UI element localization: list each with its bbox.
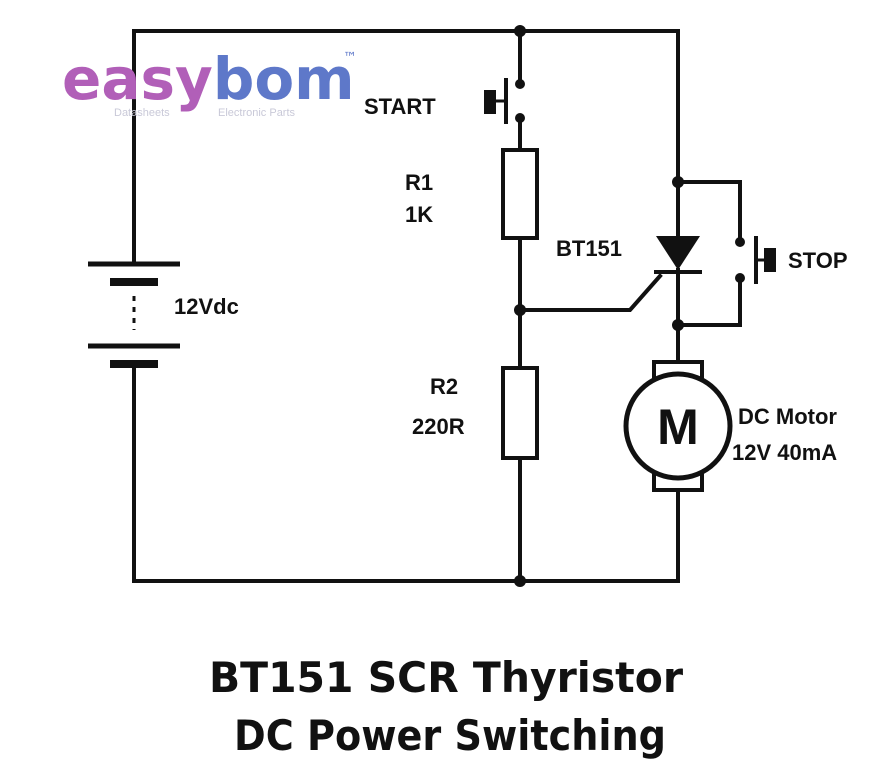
logo-part2: bom xyxy=(213,45,355,113)
junction-dot xyxy=(514,304,526,316)
start-switch xyxy=(484,78,525,124)
junction-dot xyxy=(514,575,526,587)
motor-name: DC Motor xyxy=(738,404,837,429)
scr-label: BT151 xyxy=(556,236,622,261)
logo-part1: easy xyxy=(62,45,213,113)
motor-symbol xyxy=(623,360,733,492)
logo-tagline-right: Electronic Parts xyxy=(218,107,296,119)
easybom-logo: easybom ™ Datasheets Electronic Parts xyxy=(62,45,357,119)
junction-dot xyxy=(672,319,684,331)
stop-switch xyxy=(735,236,776,284)
motor-rating: 12V 40mA xyxy=(732,440,837,465)
r1-resistor xyxy=(501,148,539,240)
battery-label: 12Vdc xyxy=(174,294,239,319)
junction-dot xyxy=(514,25,526,37)
battery-symbol xyxy=(88,261,180,368)
logo-tagline-left: Datasheets xyxy=(114,107,170,119)
start-label: START xyxy=(364,94,436,119)
title-line-1: BT151 SCR Thyristor xyxy=(209,653,683,702)
scr-symbol xyxy=(654,236,702,274)
junctions xyxy=(514,25,684,587)
junction-dot xyxy=(672,176,684,188)
r2-value: 220R xyxy=(412,414,465,439)
svg-text:easybom: easybom xyxy=(62,45,355,113)
r1-name: R1 xyxy=(405,170,433,195)
r2-name: R2 xyxy=(430,374,458,399)
motor-symbol-letter: M xyxy=(657,399,699,455)
title-line-2: DC Power Switching xyxy=(234,711,666,760)
wiring xyxy=(132,29,742,583)
r1-value: 1K xyxy=(405,202,433,227)
stop-label: STOP xyxy=(788,248,848,273)
r2-resistor xyxy=(501,366,539,460)
logo-trademark: ™ xyxy=(343,50,357,66)
